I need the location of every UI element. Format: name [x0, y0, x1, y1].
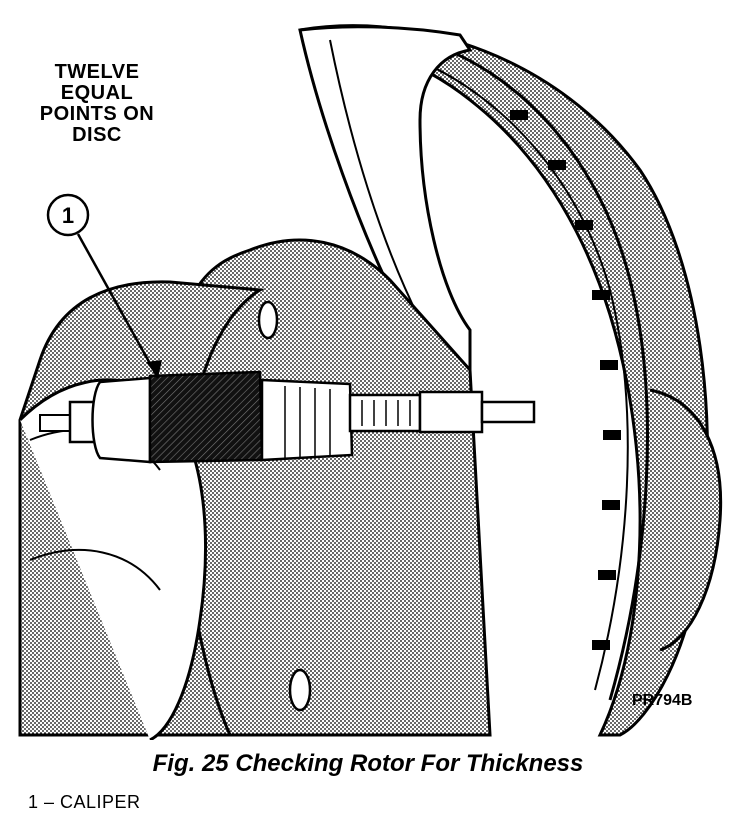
- note-line: DISC: [72, 124, 122, 146]
- rotor-disc: [299, 24, 723, 737]
- figure-code: PR794B: [632, 692, 693, 709]
- figure-caption: Fig. 25 Checking Rotor For Thickness: [152, 750, 584, 777]
- legend-item: 1 – CALIPER: [28, 792, 141, 812]
- note-line: TWELVE: [54, 61, 140, 83]
- note-line: POINTS ON: [39, 103, 155, 125]
- wheel-hub-face: [18, 280, 265, 740]
- callout-1: 1: [46, 193, 162, 379]
- measurement-note: TWELVE EQUAL POINTS ON DISC: [22, 62, 172, 146]
- micrometer: [39, 370, 536, 464]
- rotor-illustration: 1: [18, 24, 723, 740]
- note-line: EQUAL: [60, 82, 134, 104]
- caliper-bracket: [298, 25, 473, 383]
- callout-number: 1: [62, 203, 74, 228]
- micrometer-scale: [284, 386, 331, 458]
- rotor-vent-slots: [510, 110, 621, 650]
